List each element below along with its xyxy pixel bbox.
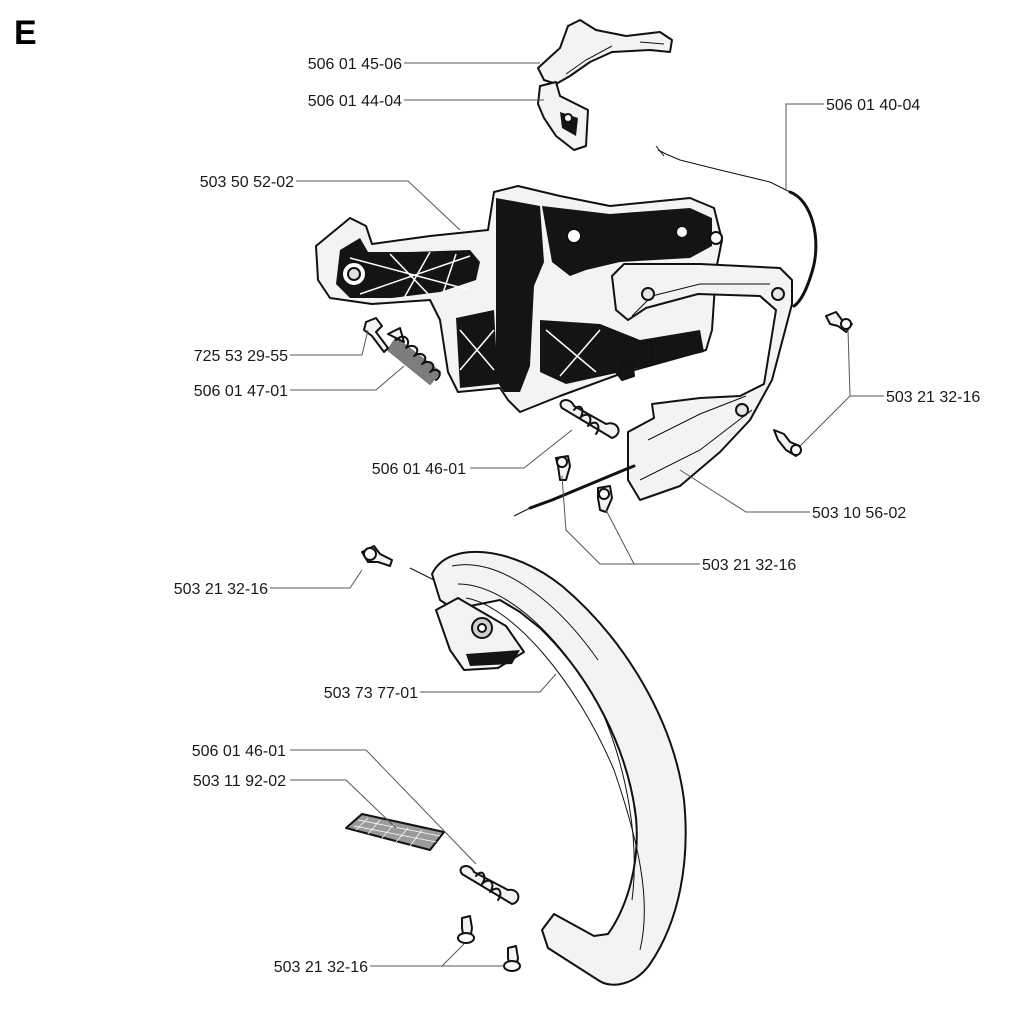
top-spring-part [387,327,441,385]
callout-screw-pair: 503 21 32-16 [702,557,796,574]
upper-damper-spring-part [559,399,620,439]
callout-spring-top: 506 01 47-01 [194,383,288,400]
rubber-plate-part [345,813,445,851]
lower-damper-spring-part [459,865,520,905]
section-letter: E [14,14,37,52]
screw-pair-part [513,455,636,517]
callout-damper-spring: 506 01 46-01 [372,461,466,478]
throttle-lever-part [537,19,673,85]
rear-handle-part [611,263,793,501]
callout-screw-right: 503 21 32-16 [886,389,980,406]
right-screws-part [773,311,853,457]
bottom-screws-part [457,915,521,972]
callout-screw-bottom: 503 21 32-16 [274,959,368,976]
callout-latch: 506 01 44-04 [308,93,402,110]
tank-housing-part [315,185,723,413]
bolt-part [363,317,389,353]
callout-tank-housing: 503 50 52-02 [200,174,294,191]
leader-lines [270,62,884,967]
callout-front-handle: 503 73 77-01 [324,685,418,702]
left-screw-part [361,545,393,567]
callout-lever: 506 01 45-06 [308,56,402,73]
callout-bolt: 725 53 29-55 [194,348,288,365]
front-handle-part [409,550,687,986]
callout-rear-handle: 503 10 56-02 [812,505,906,522]
callout-cable: 506 01 40-04 [826,97,920,114]
throttle-cable-part [655,145,818,308]
throttle-latch-part [537,81,589,151]
callout-damper-spring-2: 506 01 46-01 [192,743,286,760]
callout-screw-left: 503 21 32-16 [174,581,268,598]
callout-plate: 503 11 92-02 [193,773,286,790]
